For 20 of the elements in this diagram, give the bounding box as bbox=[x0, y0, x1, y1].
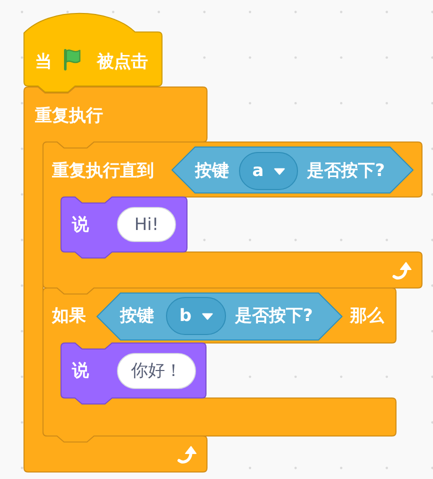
text-input-field: 你好！ bbox=[117, 353, 196, 389]
block-label: 是否按下? bbox=[235, 306, 313, 326]
block-label: 按键 bbox=[120, 306, 154, 326]
block-label: 说 bbox=[72, 215, 89, 235]
block-label: 重复执行 bbox=[35, 106, 103, 126]
block-label: 按键 bbox=[195, 161, 229, 181]
block-label: 说 bbox=[72, 361, 89, 381]
block-label: 重复执行直到 bbox=[52, 161, 154, 181]
block-label: 被点击 bbox=[97, 52, 148, 72]
say-block bbox=[61, 343, 206, 404]
block-label: 是否按下? bbox=[307, 161, 385, 181]
hat-block bbox=[24, 13, 162, 92]
if-block bbox=[43, 288, 396, 442]
say-block bbox=[61, 197, 187, 258]
block-label: 那么 bbox=[350, 306, 384, 326]
condition-block bbox=[172, 147, 413, 193]
block-label: 当 bbox=[35, 52, 52, 72]
condition-block bbox=[97, 293, 342, 340]
repeat-until-block bbox=[43, 142, 422, 294]
block-label: 如果 bbox=[52, 306, 86, 326]
